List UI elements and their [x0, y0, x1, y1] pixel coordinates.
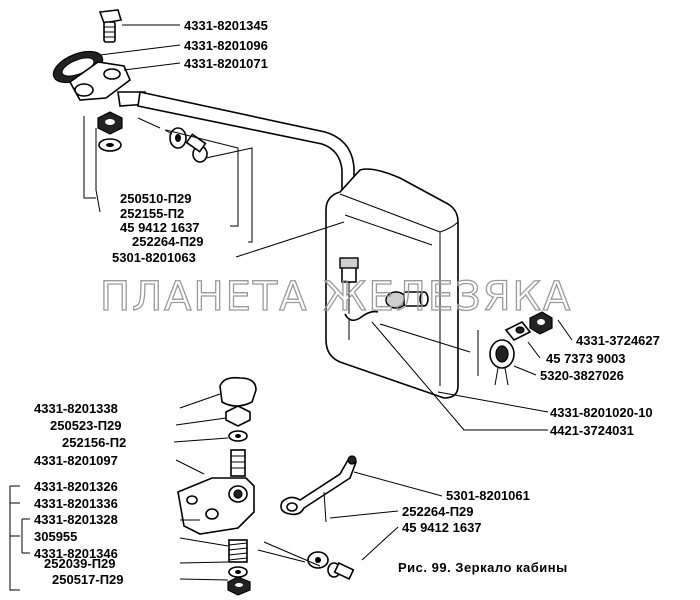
washer-bottom [307, 551, 329, 569]
label-left-8: 305955 [34, 529, 77, 544]
cap [219, 376, 257, 407]
washer-cap [228, 430, 248, 442]
screw-mid [185, 133, 208, 163]
lamp-nut [529, 311, 553, 335]
leader-lines [9, 24, 573, 591]
label-top-2: 4331-8201096 [184, 38, 268, 53]
label-mid-3: 45 9412 1637 [120, 220, 200, 235]
nut-lower [227, 576, 251, 596]
label-right-3: 5320-3827026 [540, 368, 624, 383]
label-bottom-2: 252264-П29 [402, 504, 474, 519]
spring-washer-mid [169, 127, 187, 149]
label-mid-5: 5301-8201063 [112, 250, 196, 265]
nut-cap [225, 405, 251, 427]
label-top-1: 4331-8201345 [184, 18, 268, 33]
label-bottom-3: 45 9412 1637 [402, 520, 482, 535]
label-right-4: 4331-8201020-10 [550, 405, 653, 420]
label-top-3: 4331-8201071 [184, 56, 268, 71]
figure-caption: Рис. 99. Зеркало кабины [398, 560, 568, 575]
label-right-2: 45 7373 9003 [546, 351, 626, 366]
label-left-10: 252039-П29 [44, 556, 116, 571]
hinge-axle [230, 449, 246, 477]
mirror-mount-bolt [385, 291, 429, 309]
screw-bottom [327, 562, 355, 580]
label-left-1: 4331-8201338 [34, 401, 118, 416]
label-left-4: 4331-8201097 [34, 453, 118, 468]
lamp-bulb [504, 320, 532, 342]
mirror-rod-lower [339, 257, 379, 340]
label-left-9: 4331-8201346 [34, 546, 118, 561]
label-left-7: 4331-8201328 [34, 512, 118, 527]
washer-lower [228, 566, 248, 578]
label-mid-1: 250510-П29 [120, 191, 192, 206]
label-bottom-1: 5301-8201061 [446, 488, 530, 503]
hex-nut-upper [97, 111, 123, 135]
label-left-5: 4331-8201326 [34, 479, 118, 494]
hinge-spring [228, 539, 248, 563]
watermark: ПЛАНЕТА ЖЕЛЕЗЯКА [100, 274, 572, 320]
top-bolt [98, 9, 123, 43]
label-left-6: 4331-8201336 [34, 496, 118, 511]
label-mid-2: 252155-П2 [120, 206, 184, 221]
label-right-1: 4331-3724627 [576, 333, 660, 348]
mirror-lower-bracket [280, 455, 358, 523]
washer-upper [98, 138, 122, 152]
label-left-11: 250517-П29 [52, 572, 124, 587]
top-clamp-bracket [68, 61, 150, 107]
mirror-housing [325, 168, 459, 399]
label-left-2: 250523-П29 [50, 418, 122, 433]
hinge-bracket [177, 477, 255, 535]
label-mid-4: 252264-П29 [132, 234, 204, 249]
lamp-socket [489, 339, 515, 386]
label-right-5: 4421-3724031 [550, 423, 634, 438]
label-left-3: 252156-П2 [62, 435, 126, 450]
